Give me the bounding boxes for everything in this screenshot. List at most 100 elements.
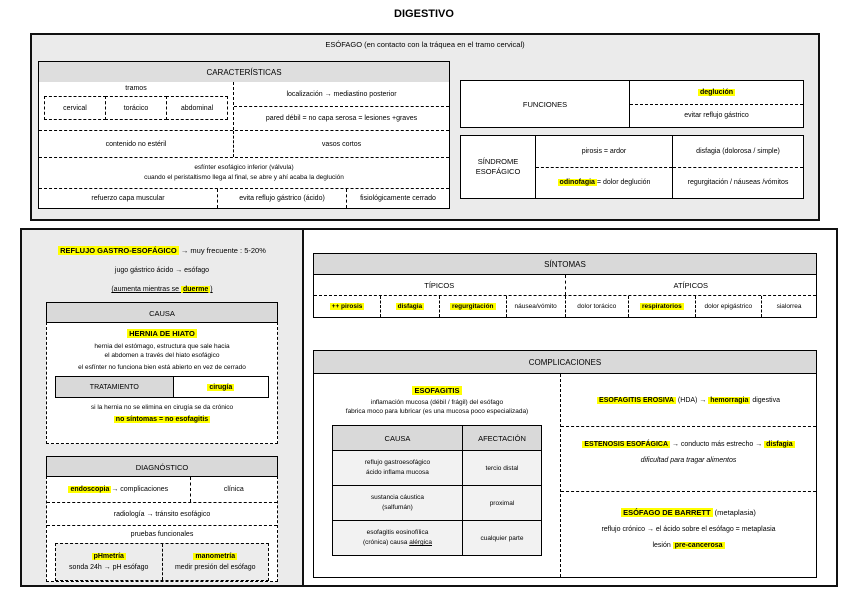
sintoma-pirosis: ++ pirosis — [314, 296, 382, 317]
evita-reflujo-cell: evita reflujo gástrico (ácido) — [218, 189, 347, 208]
odinofagia-cell: odinofagia = dolor deglución — [557, 179, 651, 187]
esfinter-mal-line: el esfínter no funciona bien está abiert… — [78, 364, 246, 371]
caracteristicas-row-contenido: contenido no estéril vasos cortos — [39, 130, 449, 157]
esfinter-detail-row: refuerzo capa muscular evita reflujo gás… — [39, 188, 449, 208]
afectacion-col-header: AFECTACIÓN — [478, 433, 526, 443]
funciones-label: FUNCIONES — [461, 81, 630, 127]
esofago-panel: ESÓFAGO (en contacto con la tráquea en e… — [30, 33, 820, 221]
fisiologico-cell: fisiológicamente cerrado — [360, 195, 436, 202]
radiologia-cell: radiología → tránsito esofágico — [47, 503, 277, 526]
sintomas-header: SÍNTOMAS — [314, 254, 816, 275]
contenido-cell: contenido no estéril — [39, 131, 234, 157]
estenosis-line2: dificultad para tragar alimentos — [640, 457, 737, 464]
sintomas-complicaciones-column: SÍNTOMAS TÍPICOS ATÍPICOS ++ pirosis dis — [304, 230, 836, 585]
tipicos-label: TÍPICOS — [424, 280, 455, 290]
esofagitis-causa-table: CAUSA AFECTACIÓN reflujo gastroesofágico… — [332, 425, 542, 556]
sintoma-regurgitacion: regurgitación — [440, 296, 507, 317]
tramo-toracico: torácico — [105, 96, 167, 120]
tratamiento-label: TRATAMIENTO — [56, 377, 174, 397]
esofagitis-desc: inflamación mucosa (débil / frágil) del … — [345, 399, 529, 415]
causa-box: CAUSA HERNIA DE HIATO hernia del estómag… — [46, 302, 278, 444]
sintoma-disfagia: disfagia — [381, 296, 440, 317]
funcion-deglucion-cell: deglución — [630, 81, 803, 105]
sintomas-table: SÍNTOMAS TÍPICOS ATÍPICOS ++ pirosis dis — [313, 253, 817, 318]
barrett-highlight: ESÓFAGO DE BARRETT — [621, 508, 713, 517]
endoscopia-cell: endoscopia → complicaciones — [47, 477, 191, 502]
precancerosa-highlight: pre-cancerosa — [672, 542, 725, 549]
phmetria-highlight: pHmetría — [91, 553, 126, 560]
estenosis-section: ESTENOSIS ESOFÁGICA → conducto más estre… — [561, 427, 816, 492]
regurgitacion-cell: regurgitación / náuseas /vómitos — [687, 179, 789, 187]
sintoma-dolor-epigastrico: dolor epigástrico — [696, 296, 763, 317]
sintoma-respiratorios: respiratorios — [629, 296, 696, 317]
sintoma-nausea: náusea/vómito — [514, 303, 557, 310]
disfagia-highlight: disfagia — [764, 441, 795, 448]
caracteristicas-body: tramos cervical torácico abdominal local… — [38, 82, 450, 209]
esofagitis-title: ESOFAGITIS — [412, 386, 462, 395]
reflujo-line2: jugo gástrico ácido → esófago — [114, 267, 210, 274]
estenosis-highlight: ESTENOSIS ESOFÁGICA — [582, 441, 670, 448]
pared-debil-cell: pared débil = no capa serosa = lesiones … — [265, 115, 418, 122]
caracteristicas-header: CARACTERÍSTICAS — [38, 61, 450, 84]
refuerzo-cell: refuerzo capa muscular — [39, 189, 218, 208]
causa-row-reflujo: reflujo gastroesofágico ácido inflama mu… — [333, 451, 541, 486]
barrett-line3: lesión pre-cancerosa — [652, 542, 725, 549]
sintoma-dolor-toracico: dolor torácico — [566, 296, 630, 317]
tramos-label: tramos — [125, 85, 147, 92]
causa-header: CAUSA — [46, 302, 278, 324]
localizacion-cell: localización → mediastino posterior — [234, 82, 449, 107]
disfagia-cell: disfagia (dolorosa / simple) — [673, 136, 803, 168]
complicaciones-table: COMPLICACIONES ESOFAGITIS inflamación mu… — [313, 350, 817, 578]
reflujo-title-line: REFLUJO GASTRO-ESOFÁGICO → muy frecuente… — [58, 246, 266, 255]
esofago-heading: ESÓFAGO (en contacto con la tráquea en e… — [325, 40, 525, 49]
tipicos-cells: ++ pirosis disfagia regurgitación náusea… — [314, 296, 566, 317]
funciones-table: FUNCIONES deglución evitar reflujo gástr… — [460, 80, 804, 128]
endoscopia-highlight: endoscopia — [68, 486, 112, 493]
barrett-section: ESÓFAGO DE BARRETT (metaplasia) reflujo … — [561, 492, 816, 577]
caracteristicas-row-tramos: tramos cervical torácico abdominal local… — [39, 82, 449, 130]
esfinter-line2: cuando el peristaltismo llega al final, … — [144, 174, 344, 181]
cirugia-highlight: cirugía — [207, 383, 235, 391]
complicaciones-header: COMPLICACIONES — [314, 351, 816, 374]
manometria-cell: manometría medir presión del esófago — [174, 553, 256, 571]
tratamiento-value: cirugía — [174, 377, 268, 397]
causa-row-eosinofilica: esofagitis eosinofílica (crónica) causa … — [333, 521, 541, 555]
tramo-cervical: cervical — [44, 96, 106, 120]
pirosis-cell: pirosis = ardor — [536, 136, 672, 168]
funcion-evitar-reflujo-cell: evitar reflujo gástrico — [684, 112, 749, 120]
reflujo-line3: (aumenta mientras se duerme) — [111, 286, 213, 293]
hemorragia-highlight: hemorragia — [708, 396, 751, 404]
reflujo-column: REFLUJO GASTRO-ESOFÁGICO → muy frecuente… — [22, 230, 304, 585]
manometria-highlight: manometría — [193, 553, 238, 560]
diagnostico-box: DIAGNÓSTICO endoscopia → complicaciones … — [46, 456, 278, 582]
causa-body: HERNIA DE HIATO hernia del estómago, est… — [46, 322, 278, 444]
reflujo-panel: REFLUJO GASTRO-ESOFÁGICO → muy frecuente… — [20, 228, 838, 587]
phmetria-cell: pHmetría sonda 24h → pH esófago — [56, 544, 163, 580]
esofagitis-erosiva-section: ESOFAGITIS EROSIVA (HDA) → hemorragia di… — [561, 374, 816, 427]
tramos-cells: cervical torácico abdominal — [44, 96, 228, 120]
caracteristicas-table: CARACTERÍSTICAS tramos cervical torácico… — [38, 61, 450, 209]
hernia-desc: hernia del estómago, estructura que sale… — [94, 343, 230, 359]
reflujo-title-highlight: REFLUJO GASTRO-ESOFÁGICO — [58, 246, 179, 255]
vasos-cell: vasos cortos — [321, 140, 362, 148]
diagnostico-header: DIAGNÓSTICO — [46, 456, 278, 478]
duerme-highlight: duerme — [181, 286, 211, 293]
pruebas-table: pHmetría sonda 24h → pH esófago manometr… — [55, 543, 269, 581]
clinica-cell: clínica — [223, 486, 244, 493]
atipicos-label: ATÍPICOS — [673, 280, 708, 290]
cronico-line: si la hernia no se elimina en cirugía se… — [90, 404, 234, 411]
sindrome-table: SÍNDROME ESOFÁGICO pirosis = ardor odino… — [460, 135, 804, 199]
esfinter-line1: esfínter esofágico inferior (válvula) — [194, 164, 294, 171]
pruebas-funcionales-label: pruebas funcionales — [130, 530, 194, 538]
esfinter-cell: esfínter esofágico inferior (válvula) cu… — [39, 157, 449, 188]
esofagitis-section: ESOFAGITIS inflamación mucosa (débil / f… — [314, 374, 561, 577]
sindrome-label: SÍNDROME ESOFÁGICO — [461, 136, 536, 198]
barrett-line2: reflujo crónico → el ácido sobre el esóf… — [601, 526, 776, 533]
odinofagia-highlight: odinofagia — [557, 179, 597, 187]
tramo-abdominal: abdominal — [166, 96, 228, 120]
no-sintomas-line: no síntomas = no esofagitis — [113, 416, 211, 423]
sintoma-sialorrea: sialorrea — [776, 303, 802, 310]
causa-col-header: CAUSA — [333, 426, 463, 450]
tratamiento-table: TRATAMIENTO cirugía — [55, 376, 269, 398]
diagnostico-body: endoscopia → complicaciones clínica radi… — [46, 476, 278, 582]
